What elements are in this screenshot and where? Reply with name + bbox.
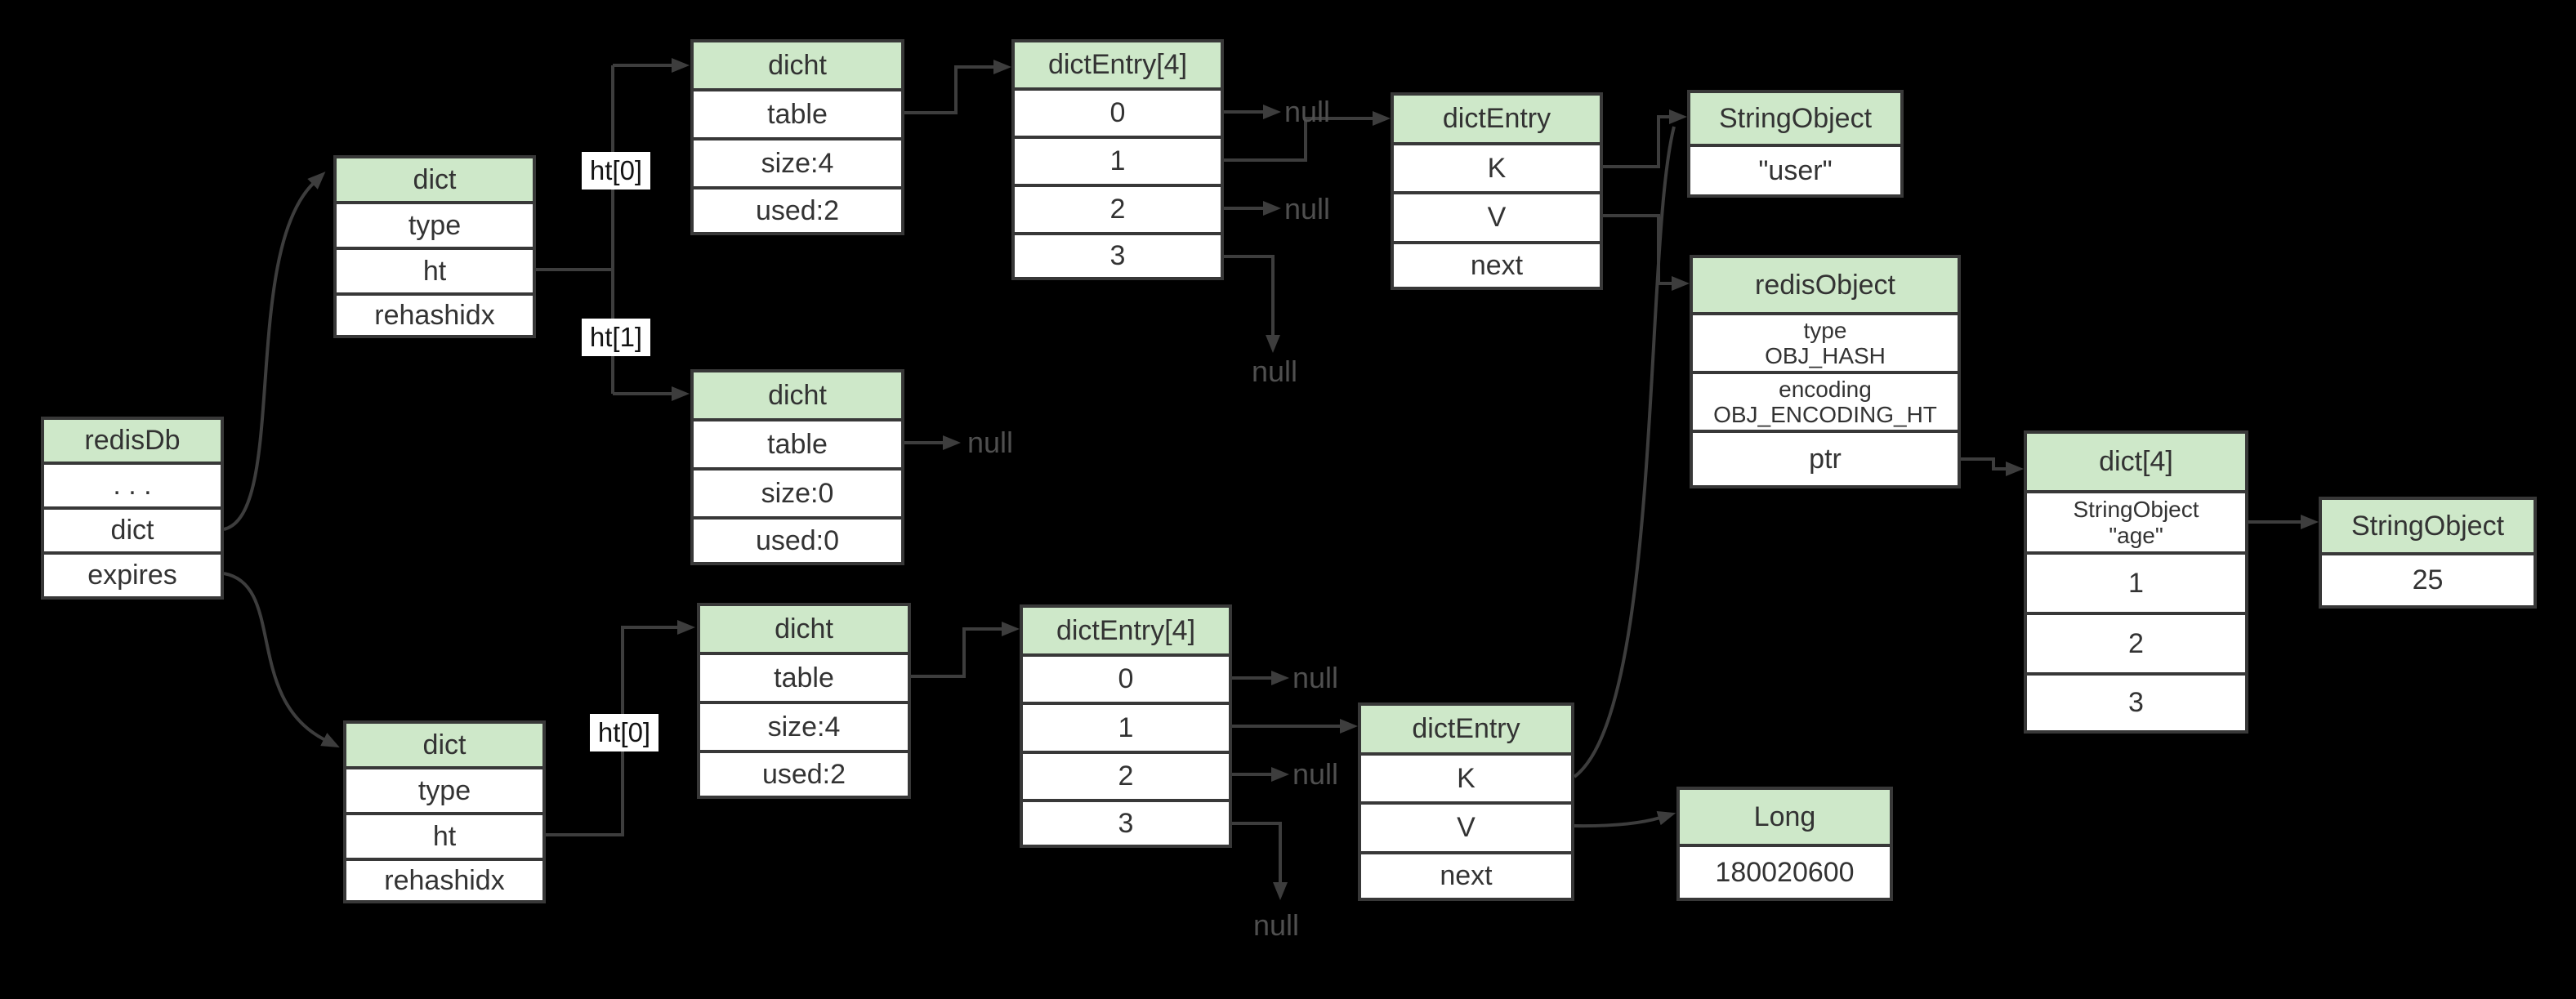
node-title: dict[4] <box>2027 434 2245 493</box>
node-row: "user" <box>1690 147 1900 194</box>
node-dictentry4-bottom: dictEntry[4] 0 1 2 3 <box>1020 604 1232 848</box>
node-row: 2 <box>1023 754 1229 802</box>
node-row: dict <box>44 510 221 555</box>
node-stringobject-25: StringObject 25 <box>2319 497 2537 609</box>
node-stringobject-user: StringObject "user" <box>1687 90 1904 198</box>
node-row: used:2 <box>700 753 908 796</box>
node-title: StringObject <box>1690 93 1900 147</box>
node-row: 3 <box>1023 802 1229 845</box>
node-title: dict <box>337 158 533 204</box>
node-row: 1 <box>2027 555 2245 615</box>
node-row: table <box>694 421 901 471</box>
node-row: ht <box>346 815 542 861</box>
node-long: Long 180020600 <box>1676 787 1893 901</box>
node-row: 2 <box>2027 615 2245 676</box>
node-row: used:0 <box>694 520 901 562</box>
node-row: 180020600 <box>1680 847 1890 898</box>
node-row: size:4 <box>700 704 908 753</box>
node-row: 25 <box>2322 555 2534 605</box>
node-row: used:2 <box>694 190 901 232</box>
node-row: next <box>1361 854 1571 898</box>
node-title: dictEntry <box>1361 706 1571 756</box>
node-row: table <box>700 655 908 704</box>
node-row: ht <box>337 250 533 296</box>
node-dict4: dict[4] StringObject "age" 1 2 3 <box>2024 430 2248 734</box>
node-row: encoding OBJ_ENCODING_HT <box>1693 374 1958 433</box>
node-row: type <box>337 204 533 250</box>
node-dict-bottom: dict type ht rehashidx <box>343 720 546 903</box>
node-row: next <box>1394 244 1600 287</box>
node-dictentry4-top: dictEntry[4] 0 1 2 3 <box>1011 39 1224 280</box>
node-row: 1 <box>1015 139 1221 187</box>
node-row: K <box>1394 145 1600 194</box>
node-row: 3 <box>2027 676 2245 730</box>
node-row: ptr <box>1693 433 1958 485</box>
node-row: 0 <box>1015 91 1221 139</box>
node-title: dictEntry[4] <box>1023 608 1229 657</box>
node-title: dicht <box>694 42 901 91</box>
node-row: K <box>1361 756 1571 805</box>
node-row: 3 <box>1015 235 1221 277</box>
node-row: 0 <box>1023 657 1229 705</box>
node-dicht-ht1-top: dicht table size:0 used:0 <box>690 369 904 565</box>
node-title: dicht <box>694 372 901 421</box>
node-row: type <box>346 769 542 815</box>
node-title: dictEntry <box>1394 96 1600 145</box>
node-dictentry-bottom: dictEntry K V next <box>1358 702 1574 901</box>
node-row: size:0 <box>694 471 901 520</box>
node-redisdb: redisDb . . . dict expires <box>41 417 224 600</box>
node-dicht-bottom: dicht table size:4 used:2 <box>697 603 911 799</box>
node-row: type OBJ_HASH <box>1693 315 1958 374</box>
node-row: expires <box>44 555 221 596</box>
node-row: table <box>694 91 901 140</box>
node-row: . . . <box>44 465 221 510</box>
node-redisobject: redisObject type OBJ_HASH encoding OBJ_E… <box>1690 255 1961 488</box>
node-title: redisObject <box>1693 258 1958 315</box>
node-title: dict <box>346 724 542 769</box>
node-dicht-ht0-top: dicht table size:4 used:2 <box>690 39 904 235</box>
node-row: size:4 <box>694 140 901 190</box>
node-title: redisDb <box>44 420 221 465</box>
node-row: 1 <box>1023 705 1229 754</box>
node-row: rehashidx <box>337 296 533 335</box>
node-row: rehashidx <box>346 861 542 900</box>
node-row: V <box>1361 805 1571 854</box>
node-title: dicht <box>700 606 908 655</box>
node-row: V <box>1394 194 1600 244</box>
node-row: 2 <box>1015 187 1221 235</box>
node-title: Long <box>1680 790 1890 847</box>
node-dictentry-top: dictEntry K V next <box>1391 92 1603 290</box>
node-title: StringObject <box>2322 500 2534 555</box>
node-row: StringObject "age" <box>2027 493 2245 555</box>
node-dict-top: dict type ht rehashidx <box>333 155 536 338</box>
node-title: dictEntry[4] <box>1015 42 1221 91</box>
